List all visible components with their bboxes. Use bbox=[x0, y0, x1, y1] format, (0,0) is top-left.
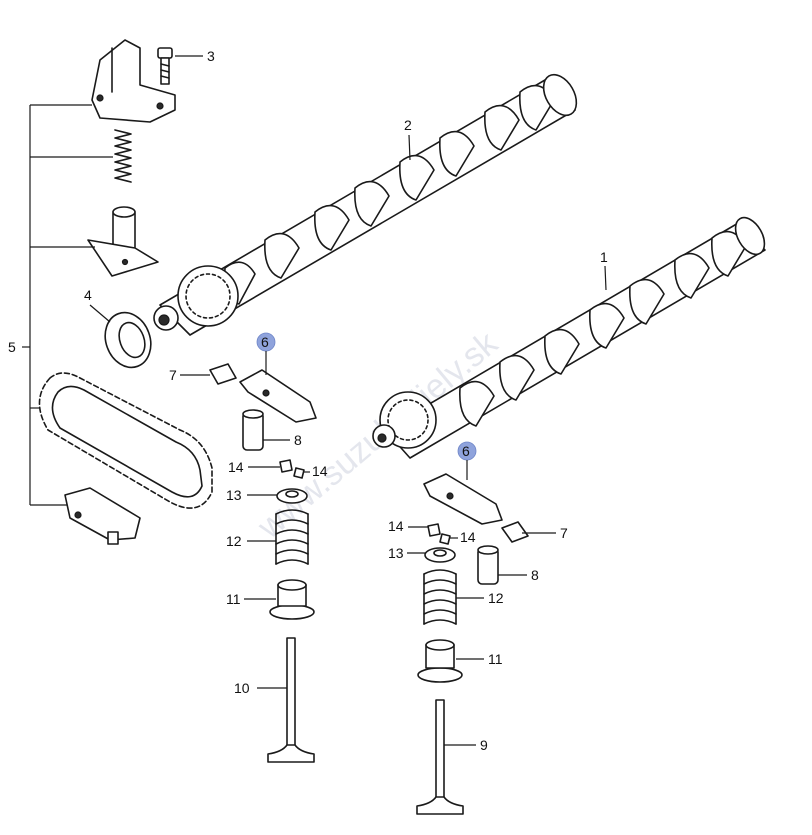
retainer-13-left[interactable] bbox=[276, 488, 308, 504]
valve-seal-11-left[interactable] bbox=[269, 579, 315, 620]
callout-7-right: 7 bbox=[560, 525, 568, 541]
callout-6-left: 6 bbox=[261, 334, 269, 350]
callout-7-left: 7 bbox=[169, 367, 177, 383]
camshaft-lower-sprocket bbox=[372, 391, 437, 449]
callout-3: 3 bbox=[207, 48, 215, 64]
shim-7-right[interactable] bbox=[501, 521, 529, 543]
valve-9[interactable] bbox=[416, 699, 464, 815]
callout-12-left: 12 bbox=[226, 533, 242, 549]
camshaft-upper-sprocket bbox=[153, 265, 239, 331]
lash-adjuster-8-left[interactable] bbox=[242, 409, 264, 451]
callout-10: 10 bbox=[234, 680, 250, 696]
callout-14-right-a: 14 bbox=[388, 518, 404, 534]
retainer-13-right[interactable] bbox=[424, 547, 456, 563]
tensioner-plunger[interactable] bbox=[87, 206, 159, 277]
callout-14-left-b: 14 bbox=[312, 463, 328, 479]
rocker-arm-6-left[interactable] bbox=[239, 369, 317, 423]
callout-14-right-b: 14 bbox=[460, 529, 476, 545]
callout-9: 9 bbox=[480, 737, 488, 753]
bolt[interactable] bbox=[157, 47, 173, 85]
callout-11-right: 11 bbox=[488, 651, 503, 667]
rocker-arm-6-right[interactable] bbox=[423, 473, 503, 525]
callout-13-left: 13 bbox=[226, 487, 242, 503]
group-5-bracket bbox=[22, 104, 113, 506]
callout-14-left-a: 14 bbox=[228, 459, 244, 475]
tensioner-bracket[interactable] bbox=[91, 39, 176, 123]
valve-spring-12-left[interactable] bbox=[275, 509, 309, 565]
timing-chain[interactable] bbox=[38, 372, 213, 509]
callout-1: 1 bbox=[600, 249, 608, 265]
keeper-14-left[interactable] bbox=[279, 459, 305, 479]
keeper-14-right[interactable] bbox=[427, 523, 451, 545]
callout-6-right: 6 bbox=[462, 443, 470, 459]
shim-7-left[interactable] bbox=[209, 363, 237, 385]
callout-13-right: 13 bbox=[388, 545, 404, 561]
callout-12-right: 12 bbox=[488, 590, 504, 606]
valve-seal-11-right[interactable] bbox=[417, 639, 463, 683]
valve-10[interactable] bbox=[267, 637, 315, 763]
camshaft-lower[interactable] bbox=[372, 213, 770, 459]
callout-2: 2 bbox=[404, 117, 412, 133]
callout-8-right: 8 bbox=[531, 567, 539, 583]
lash-adjuster-8-right[interactable] bbox=[477, 545, 499, 585]
callout-11-left: 11 bbox=[226, 591, 241, 607]
camshaft-upper[interactable] bbox=[153, 69, 583, 336]
seal-ring[interactable] bbox=[98, 306, 158, 374]
callout-4: 4 bbox=[84, 287, 92, 303]
camshaft-lower-lobes bbox=[459, 230, 747, 427]
chain-guide[interactable] bbox=[64, 487, 141, 545]
tensioner-spring[interactable] bbox=[114, 129, 132, 183]
callout-5: 5 bbox=[8, 339, 16, 355]
callout-8-left: 8 bbox=[294, 432, 302, 448]
valve-spring-12-right[interactable] bbox=[423, 569, 457, 625]
